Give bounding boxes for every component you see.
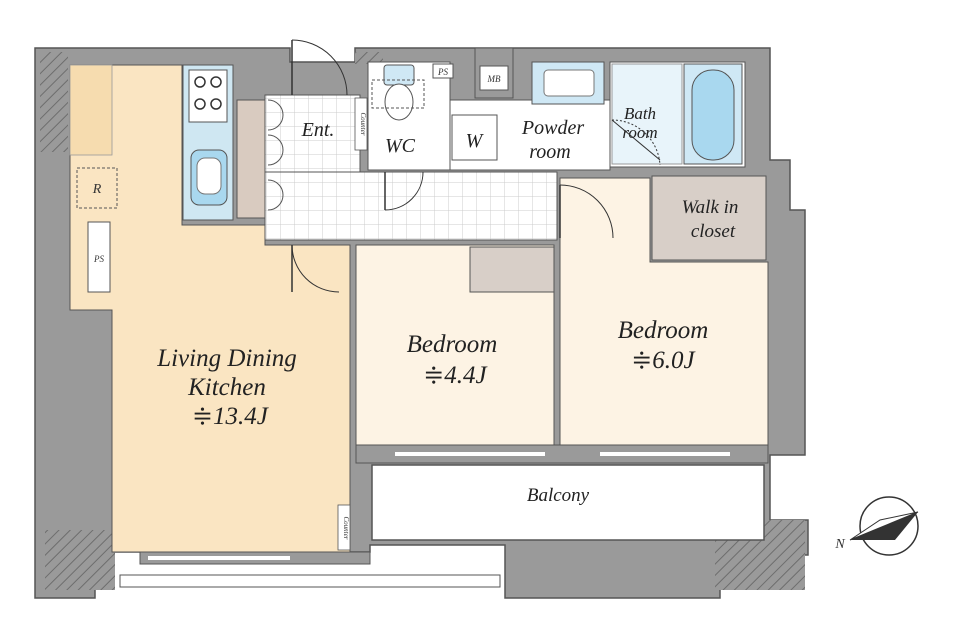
bedroom1-closet	[469, 246, 555, 293]
ldk-door	[291, 244, 340, 293]
bedroom2-area: ≑6.0J	[631, 347, 696, 374]
ldk-alcove	[69, 64, 113, 156]
balcony	[371, 464, 765, 541]
bathtub	[691, 69, 735, 161]
powder-label-line1: Powder	[521, 117, 584, 139]
ldk-counter	[337, 504, 351, 551]
toilet-washlet	[371, 79, 425, 109]
hall-floor	[264, 171, 558, 241]
washer-space	[451, 114, 498, 161]
walkin-closet	[651, 175, 767, 261]
balcony-label: Balcony	[527, 485, 590, 506]
walkin-label-line2: closet	[691, 221, 736, 242]
mb-label: MB	[487, 74, 501, 84]
ldk-counter-label: Counter	[342, 517, 350, 540]
compass-north-label: N	[834, 537, 845, 552]
bedroom1-label: Bedroom	[407, 331, 498, 358]
top-ps-box	[432, 63, 454, 79]
toilet-bowl	[384, 83, 414, 121]
bedroom1-area: ≑4.4J	[423, 362, 488, 389]
powder-label-line2: room	[529, 141, 570, 163]
bedroom2-label: Bedroom	[618, 317, 709, 344]
lower-balcony-rail	[119, 574, 501, 588]
bedroom-window-wall	[355, 444, 769, 464]
bath-wash-area	[611, 63, 683, 165]
kitchen-counter	[182, 64, 234, 221]
top-ps-label: PS	[437, 67, 448, 77]
ldk-label-line1: Living Dining	[156, 345, 297, 372]
shoe-cabinet	[267, 99, 284, 211]
ldk-floor	[69, 64, 351, 553]
bath-label-line1: Bath	[624, 104, 656, 123]
side-ps-label: PS	[93, 254, 104, 264]
vanity-sink	[543, 69, 595, 97]
wc-label: WC	[385, 135, 416, 157]
walkin-label-line1: Walk in	[682, 197, 739, 218]
mb-box	[479, 65, 509, 91]
compass-icon: N	[834, 496, 919, 556]
refrigerator-space	[76, 167, 118, 209]
bedroom2-door	[559, 184, 614, 239]
entry-counter	[354, 97, 368, 151]
toilet-tank	[383, 64, 415, 86]
ldk-area: ≑13.4J	[192, 403, 270, 430]
entrance-door	[291, 39, 348, 96]
ldk-label-line2: Kitchen	[187, 374, 266, 401]
washer-label: W	[466, 130, 485, 152]
side-ps-box	[87, 221, 111, 293]
kitchen-back-cabinet	[236, 99, 268, 219]
refrigerator-label: R	[92, 182, 102, 197]
wc-door	[384, 171, 424, 211]
entry-counter-label: Counter	[359, 113, 367, 136]
entrance-label: Ent.	[301, 119, 335, 141]
bath-door	[611, 119, 661, 166]
